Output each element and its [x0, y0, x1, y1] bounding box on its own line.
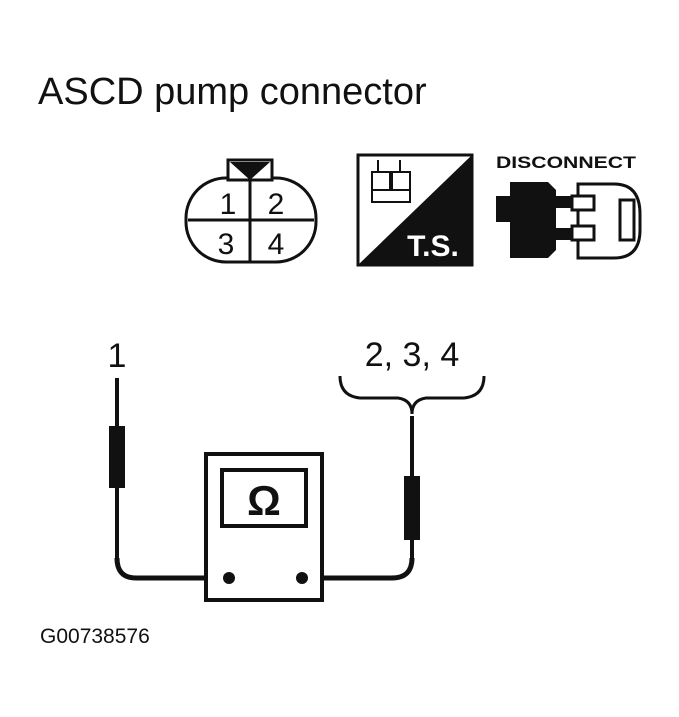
- connector-face-icon: 1 2 3 4: [184, 158, 318, 264]
- right-probe-label: 2, 3, 4: [365, 336, 460, 374]
- connector-pin-4: 4: [268, 228, 285, 261]
- ohmmeter: Ω: [204, 452, 324, 602]
- left-probe-label: 1: [108, 337, 127, 375]
- disconnect-label: DISCONNECT: [496, 153, 637, 172]
- ohm-symbol: Ω: [247, 477, 281, 524]
- connector-pin-2: 2: [268, 188, 285, 221]
- connector-pin-3: 3: [218, 228, 235, 261]
- pin-group-brace: [338, 375, 486, 415]
- left-lead-wire: [114, 557, 228, 581]
- meter-jack-left: [223, 572, 235, 584]
- right-probe: [404, 416, 420, 560]
- right-lead-wire: [302, 557, 415, 581]
- figure-id: G00738576: [40, 625, 150, 648]
- ts-label: T.S.: [407, 230, 459, 263]
- ts-badge-icon: T.S.: [356, 153, 474, 267]
- left-probe: [109, 378, 125, 560]
- diagram-title: ASCD pump connector: [38, 71, 427, 113]
- connector-pin-1: 1: [220, 188, 237, 221]
- disconnect-badge-icon: DISCONNECT: [496, 153, 642, 260]
- meter-jack-right: [296, 572, 308, 584]
